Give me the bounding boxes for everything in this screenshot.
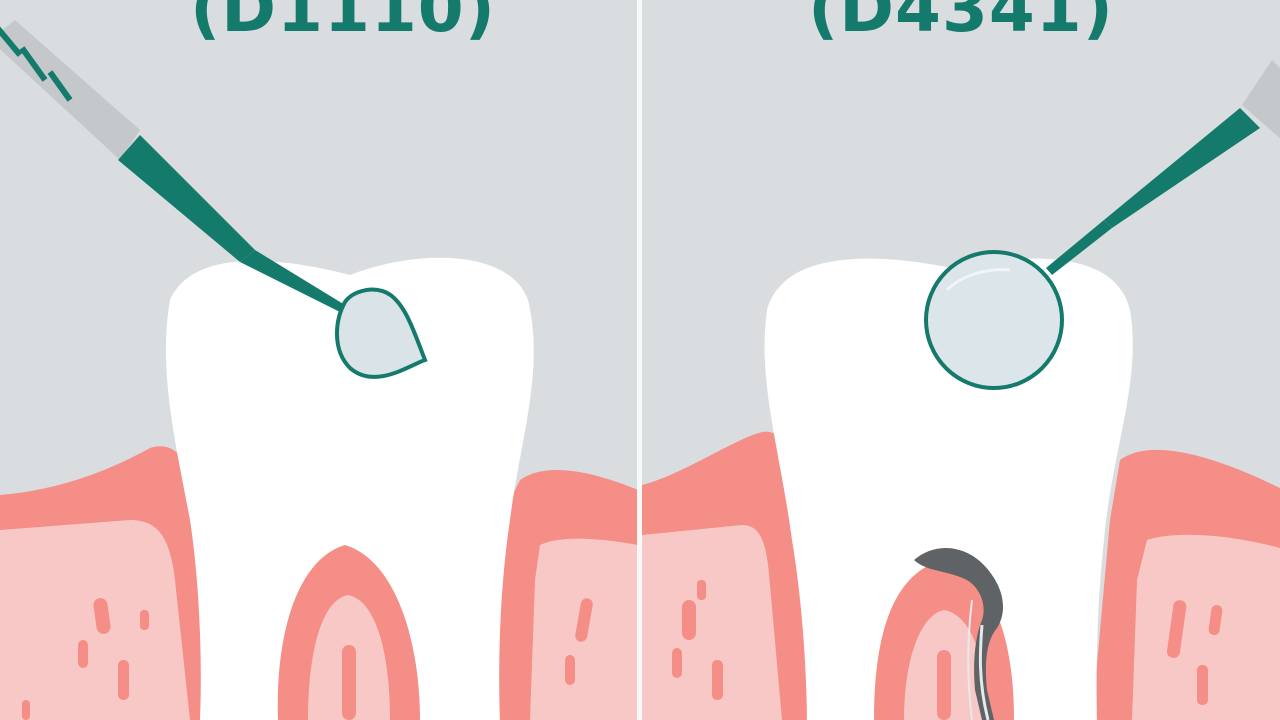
gum-right <box>1092 449 1280 720</box>
illustration-right <box>642 60 1280 720</box>
panel-scaling: (D4341) <box>642 0 1280 720</box>
explorer-instrument <box>0 20 428 379</box>
illustration-left <box>0 20 638 720</box>
procedure-code-left: (D1110) <box>190 0 496 47</box>
gum-left <box>0 446 225 720</box>
pulp-arch <box>277 545 420 720</box>
procedure-code-right: (D4341) <box>808 0 1114 47</box>
mirror-instrument <box>924 60 1280 390</box>
scaler-tip <box>914 548 1004 720</box>
gum-left <box>642 431 827 720</box>
tooth <box>764 258 1133 720</box>
panel-prophylaxis: (D1110) <box>0 0 638 720</box>
panel-divider <box>637 0 642 720</box>
gum-right <box>480 469 638 720</box>
tooth <box>165 257 534 720</box>
